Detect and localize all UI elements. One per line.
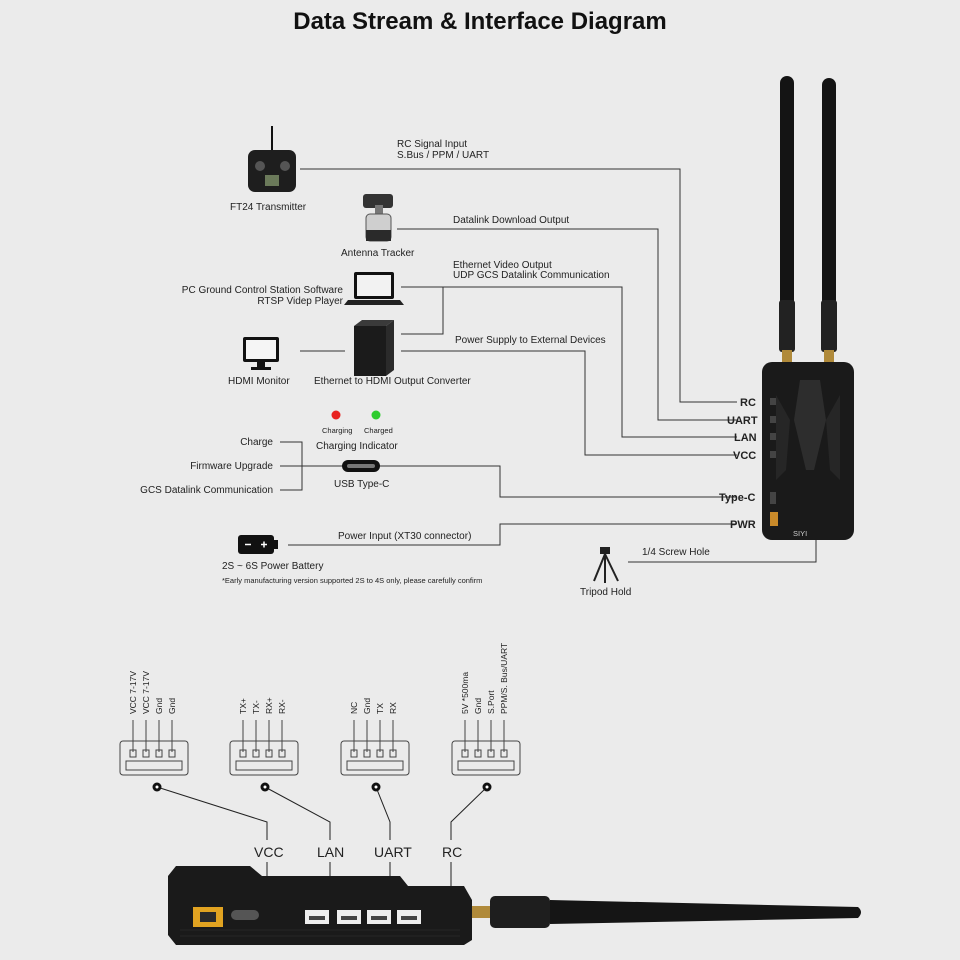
pin-contact — [389, 749, 397, 758]
charging-indicator-label: Charging Indicator — [316, 441, 398, 452]
laptop-icon — [344, 272, 404, 305]
tracker-label: Antenna Tracker — [341, 248, 415, 259]
pin-contact — [142, 749, 150, 758]
monitor-label: HDMI Monitor — [228, 376, 290, 387]
charged-text: Charged — [364, 426, 393, 435]
pin-label: S.Port — [486, 690, 496, 714]
pin-label: VCC 7-17V — [141, 671, 151, 714]
pc-label-line1: PC Ground Control Station Software — [181, 285, 343, 296]
screw-hole-label: 1/4 Screw Hole — [642, 547, 710, 558]
usb-function-gcs: GCS Datalink Communication — [140, 485, 273, 496]
pin-contact — [350, 749, 358, 758]
pin-contact — [474, 749, 482, 758]
connector-housing-lan — [229, 740, 299, 776]
pin-contact — [155, 749, 163, 758]
charged-led-green — [371, 410, 381, 420]
connector-name-vcc: VCC — [254, 844, 284, 860]
transmitter-icon — [248, 126, 296, 192]
port-vcc: VCC — [733, 450, 757, 462]
pin-contact — [363, 749, 371, 758]
page-title: Data Stream & Interface Diagram — [293, 8, 667, 35]
brand-logo: SIYI — [793, 529, 808, 538]
pin-label: RX- — [277, 699, 287, 714]
pin-label: 5V *500ma — [460, 671, 470, 714]
pin-label: Gnd — [473, 697, 483, 714]
pin-label: Gnd — [167, 697, 177, 714]
battery-note: *Early manufacturing version supported 2… — [222, 576, 483, 585]
pin-label: PPM/S. Bus/UART — [499, 642, 509, 714]
device-side-view — [168, 866, 861, 945]
antenna-tracker-icon — [363, 194, 393, 242]
connector-pinouts — [119, 720, 521, 776]
pin-label: Gnd — [362, 697, 372, 714]
transmitter-label: FT24 Transmitter — [230, 202, 307, 213]
ethernet-label-1: Ethernet Video Output — [453, 260, 552, 271]
pin-label: VCC 7-17V — [128, 671, 138, 714]
pin-contact — [500, 749, 508, 758]
connector-name-lan: LAN — [317, 844, 345, 860]
pin-contact — [239, 749, 247, 758]
charging-led-red — [331, 410, 341, 420]
pin-label: TX+ — [238, 698, 248, 714]
pin-contact — [265, 749, 273, 758]
connector-slot — [235, 760, 293, 771]
connector-housing-uart — [340, 740, 410, 776]
converter-label: Ethernet to HDMI Output Converter — [314, 376, 471, 387]
pin-label: TX — [375, 703, 385, 714]
pin-contact — [487, 749, 495, 758]
rc-signal-label-2: S.Bus / PPM / UART — [397, 150, 490, 161]
pin-contact — [376, 749, 384, 758]
connector-name-rc: RC — [442, 844, 463, 860]
pin-contact — [278, 749, 286, 758]
power-out-label: Power Supply to External Devices — [455, 335, 606, 346]
connector-slot — [457, 760, 515, 771]
converter-icon — [354, 320, 394, 376]
rc-signal-label-1: RC Signal Input — [397, 139, 468, 150]
pin-label: Gnd — [154, 697, 164, 714]
datalink-device — [762, 76, 854, 540]
pin-label: NC — [349, 701, 359, 714]
connection-lines — [280, 168, 817, 563]
pin-label: RX+ — [264, 697, 274, 714]
port-rc: RC — [740, 397, 756, 409]
pin-label: TX- — [251, 700, 261, 714]
connector-housing-vcc — [119, 740, 189, 776]
pin-contact — [252, 749, 260, 758]
datalink-output-label: Datalink Download Output — [453, 215, 570, 226]
connector-slot — [346, 760, 404, 771]
pc-label-line2: RTSP Videp Player — [257, 296, 343, 307]
pin-label: RX — [388, 702, 398, 714]
port-type-c: Type-C — [719, 492, 756, 504]
battery-label: 2S ~ 6S Power Battery — [222, 561, 324, 572]
pin-contact — [129, 749, 137, 758]
pinout-dot-centers — [155, 785, 489, 789]
port-lan: LAN — [734, 432, 757, 444]
port-uart: UART — [727, 415, 758, 427]
tripod-label: Tripod Hold — [580, 587, 632, 598]
monitor-icon — [243, 337, 279, 370]
usb-function-charge: Charge — [240, 437, 273, 448]
power-in-label: Power Input (XT30 connector) — [338, 531, 472, 542]
tripod-icon — [593, 547, 619, 583]
connector-name-uart: UART — [374, 844, 412, 860]
connector-slot — [125, 760, 183, 771]
connector-housing-rc — [451, 740, 521, 776]
battery-icon — [238, 535, 278, 554]
usb-label: USB Type-C — [334, 479, 390, 490]
pin-contact — [168, 749, 176, 758]
charging-text: Charging — [322, 426, 353, 435]
usb-function-firmware: Firmware Upgrade — [190, 461, 273, 472]
port-pwr: PWR — [730, 519, 756, 531]
ethernet-label-2: UDP GCS Datalink Communication — [453, 270, 610, 281]
pinout-dots — [152, 782, 492, 792]
pin-contact — [461, 749, 469, 758]
